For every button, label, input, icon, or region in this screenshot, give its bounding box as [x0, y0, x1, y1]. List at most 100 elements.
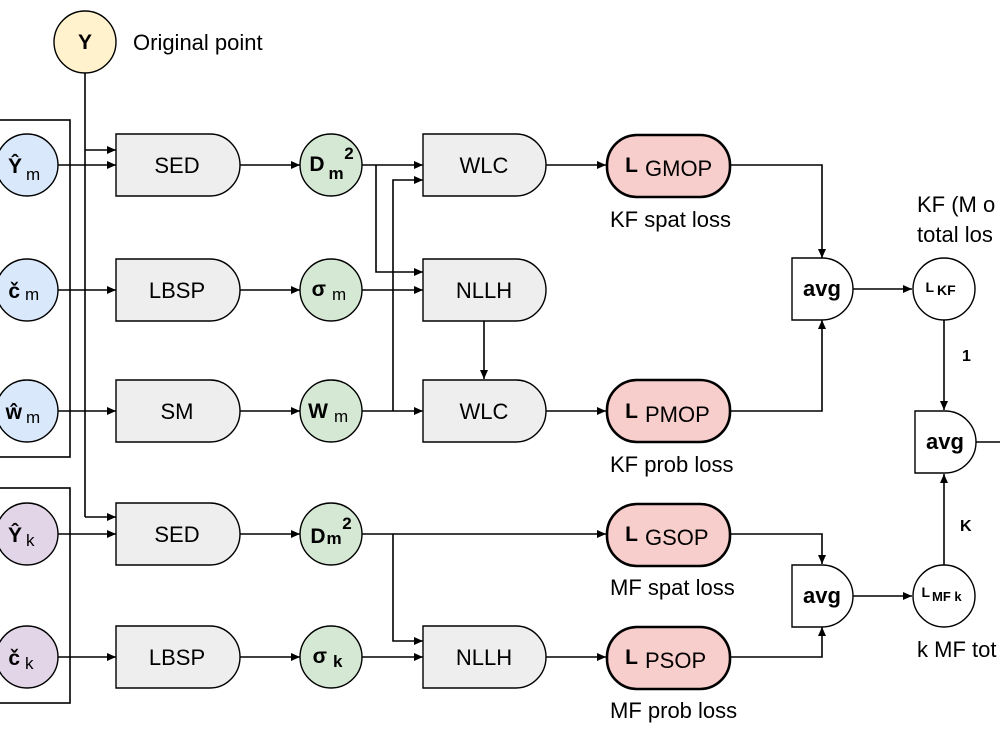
loss-main: L	[625, 646, 638, 669]
process-label: SM	[161, 399, 194, 424]
avg-kf: avg	[791, 257, 854, 321]
total-sub: KF	[937, 282, 956, 298]
process-lbsp-k: LBSP	[115, 625, 241, 689]
process-label: WLC	[460, 399, 509, 424]
loss-gmop: L GMOP	[605, 133, 732, 199]
input-circle	[0, 379, 59, 443]
process-lbsp-m: LBSP	[115, 258, 241, 322]
node-sigma-m: σ m	[299, 258, 363, 322]
weight-one-label: 1	[962, 348, 971, 365]
input-sub: m	[26, 165, 40, 184]
input-circle	[0, 502, 59, 566]
kf-total-caption-line1: KF (M o	[917, 192, 995, 217]
process-box	[115, 502, 241, 566]
avg-gate	[791, 257, 854, 321]
avg-label: avg	[926, 429, 964, 454]
input-c-k: č k	[0, 625, 59, 689]
input-circle	[0, 133, 59, 197]
node-main: D	[309, 153, 324, 176]
process-box	[115, 258, 241, 322]
total-main: L	[925, 279, 934, 295]
avg-label: avg	[803, 276, 841, 301]
process-label: NLLH	[456, 278, 512, 303]
process-nllh-m: NLLH	[422, 258, 547, 322]
node-d-k-squared: D m 2	[299, 502, 363, 566]
node-sub: m	[328, 164, 343, 183]
avg-gate	[914, 410, 977, 474]
mf-input-group-frame	[0, 487, 71, 704]
loss-caption-mf-prob: MF prob loss	[610, 698, 737, 723]
connectors	[58, 73, 1000, 661]
process-label: SED	[154, 522, 199, 547]
edge-pmop-to-avg	[730, 320, 826, 412]
intermediate-circle	[299, 133, 363, 197]
process-box	[422, 258, 547, 322]
node-sup: 2	[344, 144, 353, 163]
edge-gmop-to-avg	[730, 164, 826, 258]
edge-w-m-to-wlc1	[392, 176, 423, 411]
edge-d-m-to-nllh	[375, 165, 423, 276]
edge-d-k-to-nllh-k	[392, 534, 423, 645]
node-main: σ	[313, 645, 327, 668]
y-label: Y	[78, 31, 92, 54]
process-label: SED	[154, 153, 199, 178]
input-main: Ŷ	[8, 523, 22, 547]
node-sigma-k: σ k	[299, 625, 363, 689]
loss-gsop: L GSOP	[605, 502, 732, 568]
loss-caption-mf-spat: MF spat loss	[610, 575, 735, 600]
process-box	[115, 379, 241, 443]
process-wlc-1: WLC	[422, 133, 547, 197]
node-sub: k	[333, 652, 343, 671]
input-yhat-m: Ŷ m	[0, 133, 59, 197]
loss-main: L	[625, 400, 638, 423]
edge-gsop-to-avg	[730, 533, 826, 564]
loss-box	[605, 625, 732, 691]
loss-sub: PMOP	[645, 402, 710, 427]
original-point-caption: Original point	[133, 30, 263, 55]
total-main: L	[921, 584, 930, 600]
node-main: σ	[312, 278, 326, 301]
y-circle	[53, 10, 117, 74]
loss-box	[605, 133, 732, 199]
weight-k-label: K	[960, 518, 972, 535]
mf-total-caption: k MF tot	[917, 637, 996, 662]
loss-box	[605, 378, 732, 444]
node-sup: 2	[342, 514, 351, 533]
process-label: LBSP	[149, 278, 205, 303]
loss-psop: L PSOP	[605, 625, 732, 691]
total-circle	[912, 564, 976, 628]
intermediate-circle	[299, 258, 363, 322]
process-box	[115, 625, 241, 689]
input-sub: m	[25, 285, 39, 304]
input-circle	[0, 258, 59, 322]
process-label: LBSP	[149, 645, 205, 670]
intermediate-circle	[299, 379, 363, 443]
avg-final: avg	[914, 410, 977, 474]
process-label: NLLH	[456, 645, 512, 670]
node-d-m-squared: D m 2	[299, 133, 363, 197]
process-box	[422, 625, 547, 689]
process-nllh-k: NLLH	[422, 625, 547, 689]
kf-input-group-frame	[0, 119, 71, 458]
process-wlc-2: WLC	[422, 379, 547, 443]
loss-main: L	[625, 523, 638, 546]
node-main: W	[308, 400, 328, 423]
process-sed-k: SED	[115, 502, 241, 566]
process-sed-m: SED	[115, 133, 241, 197]
original-point-node: Y	[53, 10, 117, 74]
process-box	[115, 133, 241, 197]
input-circle	[0, 625, 59, 689]
input-sub: k	[25, 654, 34, 673]
input-w-m: ŵ m	[0, 379, 59, 443]
node-sub: m	[332, 285, 346, 304]
loss-box	[605, 502, 732, 568]
process-label: WLC	[460, 153, 509, 178]
input-yhat-k: Ŷ k	[0, 502, 59, 566]
loss-sub: GMOP	[645, 156, 712, 181]
process-sm: SM	[115, 379, 241, 443]
process-box	[422, 379, 547, 443]
loss-main: L	[625, 154, 638, 177]
avg-gate	[791, 564, 854, 628]
input-main: č	[8, 280, 20, 303]
intermediate-circle	[299, 625, 363, 689]
